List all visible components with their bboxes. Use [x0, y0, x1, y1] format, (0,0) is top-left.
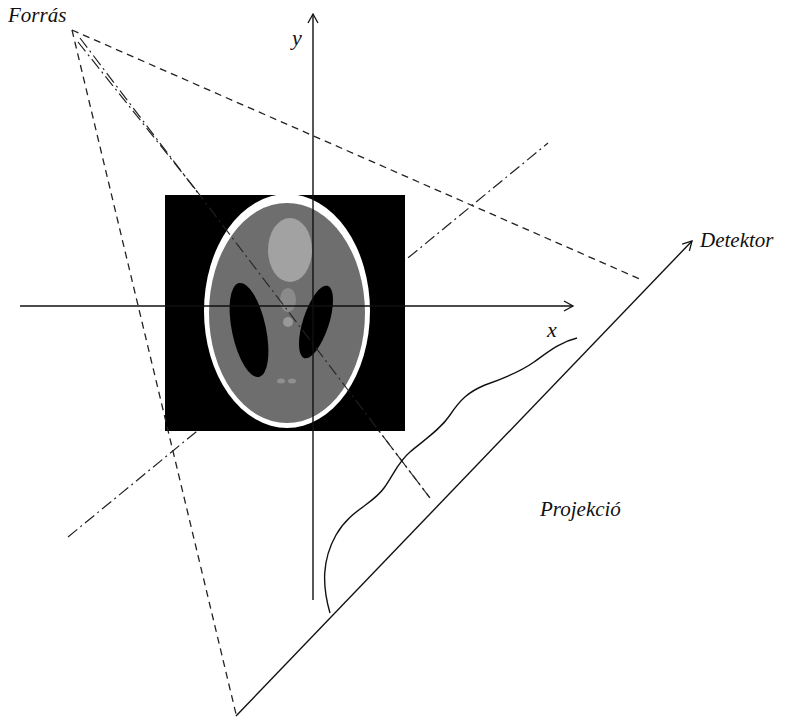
- ray: [78, 42, 196, 190]
- projection-label: Projekció: [540, 498, 621, 521]
- axis-label: x: [547, 318, 557, 342]
- axis-label: y: [292, 26, 302, 50]
- detector-label: Detektor: [700, 229, 773, 252]
- source-label: Forrás: [8, 4, 66, 27]
- y-axis: [312, 14, 313, 600]
- central-ray: [80, 38, 430, 498]
- beam-edge: [72, 30, 236, 714]
- shepp-logan-phantom: [165, 194, 405, 431]
- beam-edge: [72, 30, 642, 280]
- rotated-axis: [68, 143, 548, 537]
- x-axis: [20, 305, 573, 306]
- projection-curve: [325, 338, 577, 613]
- detector-line: [236, 241, 692, 716]
